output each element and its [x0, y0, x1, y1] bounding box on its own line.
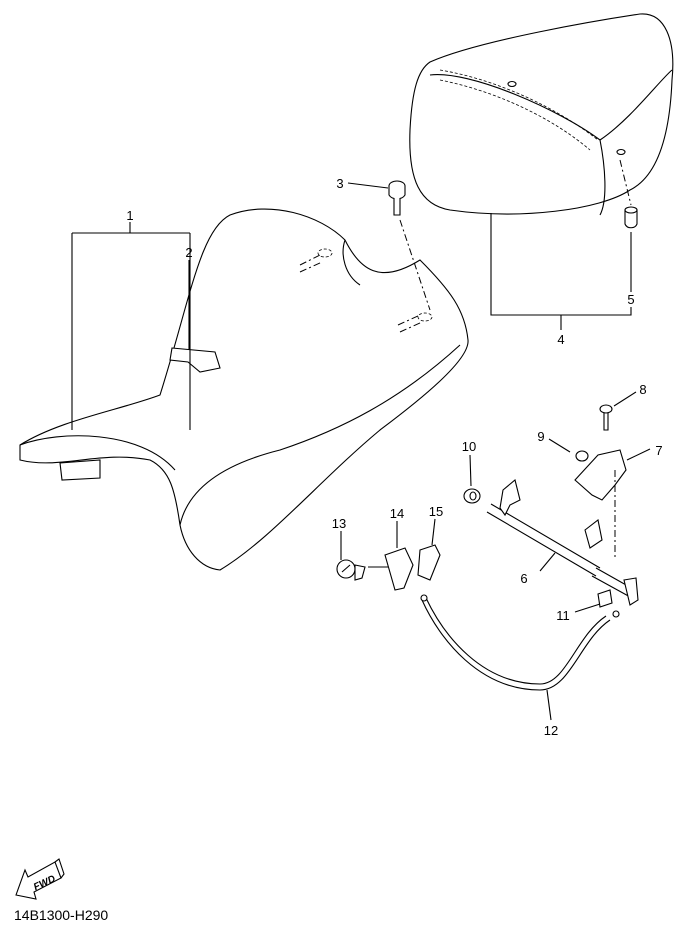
fwd-arrow-icon: FWD [15, 858, 65, 900]
callout-14: 14 [390, 506, 404, 521]
leader-lines [71, 182, 651, 721]
callout-3: 3 [336, 176, 343, 191]
callout-13: 13 [332, 516, 346, 531]
drawing-code: 14B1300-H290 [14, 907, 109, 923]
lock-mechanism [336, 404, 639, 691]
bolt [388, 180, 431, 311]
callout-4: 4 [557, 332, 564, 347]
callout-7: 7 [655, 443, 662, 458]
callout-labels: 1 2 3 4 5 6 7 8 9 10 11 12 13 14 15 [126, 176, 662, 738]
callout-10: 10 [462, 439, 476, 454]
callout-8: 8 [639, 382, 646, 397]
callout-1: 1 [126, 208, 133, 223]
rear-seat [409, 13, 674, 216]
callout-2: 2 [185, 245, 192, 260]
callout-6: 6 [520, 571, 527, 586]
callout-12: 12 [544, 723, 558, 738]
callout-11: 11 [556, 608, 570, 623]
callout-15: 15 [429, 504, 443, 519]
damper [619, 159, 638, 229]
callout-9: 9 [537, 429, 544, 444]
callout-5: 5 [627, 292, 634, 307]
front-seat [19, 208, 469, 571]
